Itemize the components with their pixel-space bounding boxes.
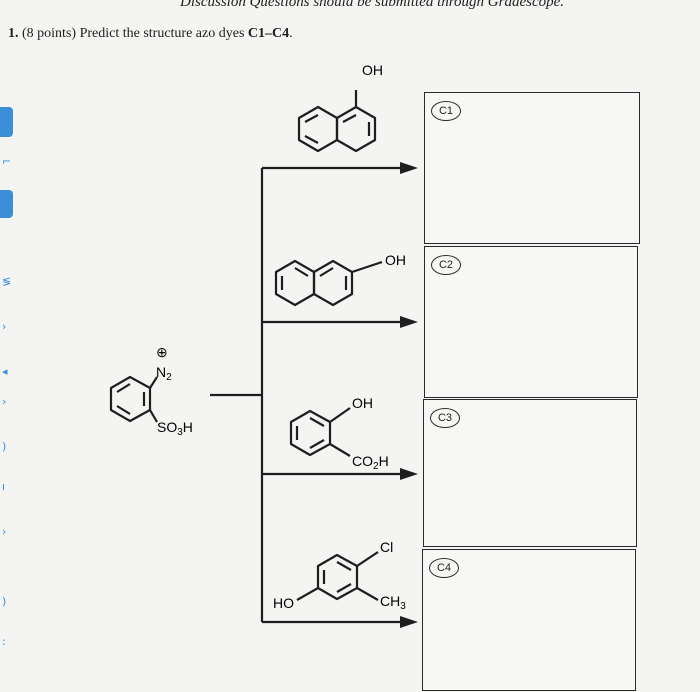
c3-oh-label: OH — [352, 395, 373, 411]
coupler-c1-naphthalene — [297, 90, 377, 153]
c1-oh-label: OH — [362, 62, 383, 78]
header-instruction: Discussion Questions should be submitted… — [180, 0, 565, 10]
edge-glyph-icon: › — [2, 525, 7, 538]
question-text: 1. (8 points) Predict the structure azo … — [8, 26, 293, 42]
reactant-benzene-ring — [109, 375, 158, 423]
edge-glyph-icon: › — [2, 395, 7, 408]
edge-mark — [0, 107, 13, 137]
c3-carboxyl-label: CO2H — [352, 453, 389, 472]
answer-box-c2[interactable]: C2 — [424, 246, 638, 398]
edge-glyph-icon: ⌐ — [2, 155, 12, 168]
answer-box-c3[interactable]: C3 — [423, 399, 637, 547]
question-range: C1–C4 — [247, 26, 290, 41]
box-label-c4: C4 — [429, 558, 459, 578]
edge-glyph-icon: : — [2, 635, 6, 648]
edge-glyph-icon: ) — [2, 440, 7, 453]
c2-oh-label: OH — [385, 252, 406, 268]
edge-glyph-icon: ◂ — [2, 365, 8, 378]
diazonium-label: N2 — [156, 364, 172, 383]
left-edge-strip: ⌐ ≶ › ◂ › ) ı › ) : — [0, 95, 14, 692]
c4-ho-label: HO — [273, 595, 294, 611]
question-body: Predict the structure azo dyes — [79, 26, 245, 41]
box-label-c3: C3 — [430, 408, 460, 428]
arrow-to-c3 — [400, 468, 418, 480]
c4-cl-label: Cl — [380, 539, 393, 555]
edge-glyph-icon: ı — [2, 480, 6, 493]
edge-glyph-icon: ≶ — [2, 275, 12, 288]
answer-box-c1[interactable]: C1 — [424, 92, 640, 244]
arrow-to-c1 — [400, 162, 418, 174]
box-label-c1: C1 — [431, 101, 461, 121]
arrow-to-c2 — [400, 316, 418, 328]
arrow-to-c4 — [400, 616, 418, 628]
edge-mark — [0, 190, 13, 218]
c4-methyl-label: CH3 — [380, 593, 406, 612]
coupler-c3-benzene-ring — [289, 407, 351, 457]
answer-box-c4[interactable]: C4 — [422, 549, 636, 691]
question-points: (8 points) — [22, 26, 77, 41]
coupler-c4-benzene-ring — [296, 551, 379, 601]
box-label-c2: C2 — [431, 255, 461, 275]
question-end: . — [289, 26, 293, 41]
arrowheads — [400, 162, 418, 628]
coupler-c2-naphthalene — [274, 259, 383, 307]
diazonium-charge: ⊕ — [156, 344, 168, 360]
edge-glyph-icon: › — [2, 320, 7, 333]
edge-glyph-icon: ) — [2, 595, 7, 608]
sulfonic-acid-label: SO3H — [157, 419, 193, 438]
question-number: 1. — [8, 26, 19, 41]
